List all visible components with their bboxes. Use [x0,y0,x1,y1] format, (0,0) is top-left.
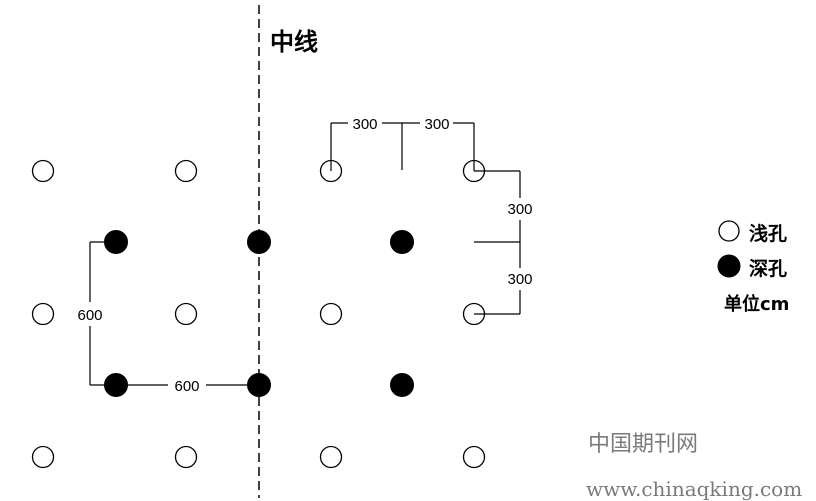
legend: 浅孔 深孔 单位cm [717,220,789,315]
shallow-hole [174,445,198,469]
dim-label-600-vertical: 600 [77,307,102,324]
shallow-hole [462,445,486,469]
dimension-right [474,170,521,315]
centerline-label: 中线 [270,28,318,56]
shallow-hole [31,302,55,326]
deep-hole [390,373,414,397]
legend-shallow-label: 浅孔 [749,222,787,245]
dim-label-600-horizontal: 600 [174,378,199,395]
legend-deep-hole-marker [717,254,741,278]
dim-label-300-right-lower: 300 [507,271,532,288]
legend-shallow-hole-marker [718,220,740,242]
shallow-hole [174,302,198,326]
watermark-title: 中国期刊网 [588,432,698,457]
shallow-hole [319,302,343,326]
deep-hole [247,230,271,254]
dimension-top [330,122,475,171]
legend-deep-label: 深孔 [749,257,787,280]
watermark-url: www.chinaqking.com [586,477,802,501]
shallow-hole [174,159,198,183]
hole-grid [31,159,486,469]
shallow-hole [319,445,343,469]
dim-label-300-right-upper: 300 [507,201,532,218]
shallow-hole [31,445,55,469]
dim-label-300-top-right: 300 [424,116,449,133]
dimension-vertical-600 [89,241,116,386]
deep-hole [390,230,414,254]
dim-label-300-top-left: 300 [352,116,377,133]
shallow-hole [31,159,55,183]
legend-unit-label: 单位cm [724,293,789,315]
